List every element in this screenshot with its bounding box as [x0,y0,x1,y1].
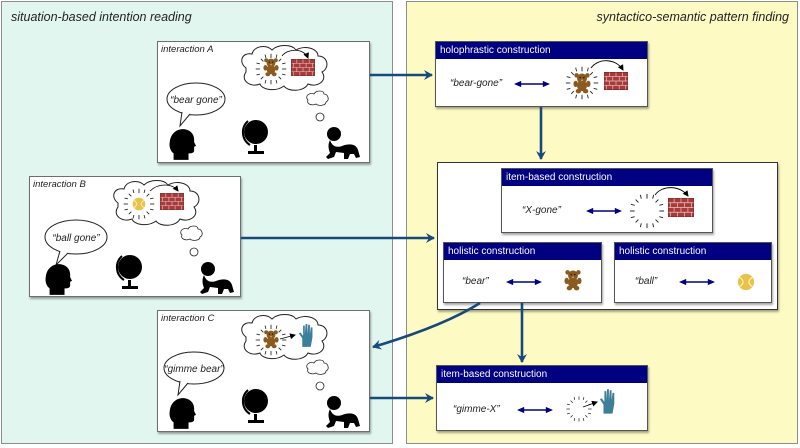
burst-icon [566,396,592,422]
interaction-c-scene: “gimme bear” [163,314,360,429]
construction-header: item-based construction [502,169,712,186]
globe-icon [241,388,269,424]
thought-cloud [113,180,200,226]
brick-wall-icon [160,193,184,210]
construction-word: “bear-gone” [450,78,503,89]
construction-header: holistic construction [444,243,601,260]
holistic-construction-ball-box: holistic construction “ball” [614,242,772,303]
interaction-c-box: interaction C “gimme bear” [157,310,370,432]
interaction-a-box: interaction A “bear gone” [157,41,370,163]
construction-word: “bear” [462,276,489,287]
person-head-icon [45,264,72,295]
holistic-ball-icons [679,273,755,291]
construction-header: holistic construction [615,243,771,260]
give-arrow [582,400,598,408]
speech-bubble: “bear gone” [166,82,226,128]
brick-wall-icon [668,198,694,217]
double-arrow-icon [586,207,622,215]
interaction-a-label: interaction A [161,44,214,55]
brick-wall-icon [291,59,315,76]
globe-icon [241,119,269,155]
motion-arrow [149,184,179,192]
interaction-b-box: interaction B “ball gone” [29,176,241,297]
burst-icon [629,193,665,229]
construction-header: item-based construction [437,366,647,383]
speech-text: “bear gone” [170,95,222,106]
double-arrow-icon [679,278,715,286]
construction-header: holophrastic construction [436,42,647,59]
double-arrow-icon [506,278,542,286]
interaction-b-scene: “ball gone” [44,180,234,295]
interaction-c-label: interaction C [161,313,215,324]
teddy-bear-icon [263,330,279,349]
thought-puff-small [189,247,199,257]
construction-word: “gimme-X” [453,404,500,415]
open-hand-icon [599,389,615,414]
x-gone-icons [586,187,694,229]
thought-puff [180,225,203,241]
left-panel-title: situation-based intention reading [11,10,192,24]
gimme-x-icons [517,389,615,422]
construction-word: “X-gone” [522,205,561,216]
tennis-ball-icon [737,273,755,291]
holistic-bear-icons [506,270,582,291]
right-panel-title: syntactico-semantic pattern finding [596,10,789,24]
item-based-construction-x-gone-box: item-based construction “X-gone” [501,168,713,233]
motion-arrow [281,49,309,59]
teddy-bear-icon [263,58,279,77]
interaction-a-scene: “bear gone” [166,45,360,160]
double-arrow-icon [517,406,553,414]
tennis-ball-icon [132,197,146,211]
thought-puff-small [315,381,325,391]
crawling-baby-icon [326,396,360,428]
holistic-construction-bear-box: holistic construction “bear” [443,242,602,303]
crawling-baby-icon [200,262,234,294]
brick-wall-icon [604,72,628,90]
speech-text: “ball gone” [52,233,100,244]
thought-puff [306,359,329,375]
teddy-bear-icon [573,73,591,94]
holophrastic-icons [514,60,628,100]
motion-arrow [590,60,624,71]
thought-puff-small [315,112,325,122]
double-arrow-icon [514,80,550,88]
give-arrow [279,333,296,340]
thought-puff [306,90,329,106]
speech-text: “gimme bear” [164,364,224,375]
motion-arrow [654,187,689,197]
interaction-b-label: interaction B [33,179,86,190]
teddy-bear-icon [564,270,582,291]
globe-icon [115,254,143,290]
person-head-icon [169,129,196,160]
item-based-construction-gimme-x-box: item-based construction “gimme-X” [436,365,648,431]
person-head-icon [169,398,196,429]
construction-word: “ball” [635,276,658,287]
thought-cloud [241,314,328,360]
speech-bubble [163,351,225,385]
crawling-baby-icon [326,127,360,159]
speech-bubble [44,219,108,255]
holophrastic-construction-box: holophrastic construction “bear-gone” [435,41,648,107]
